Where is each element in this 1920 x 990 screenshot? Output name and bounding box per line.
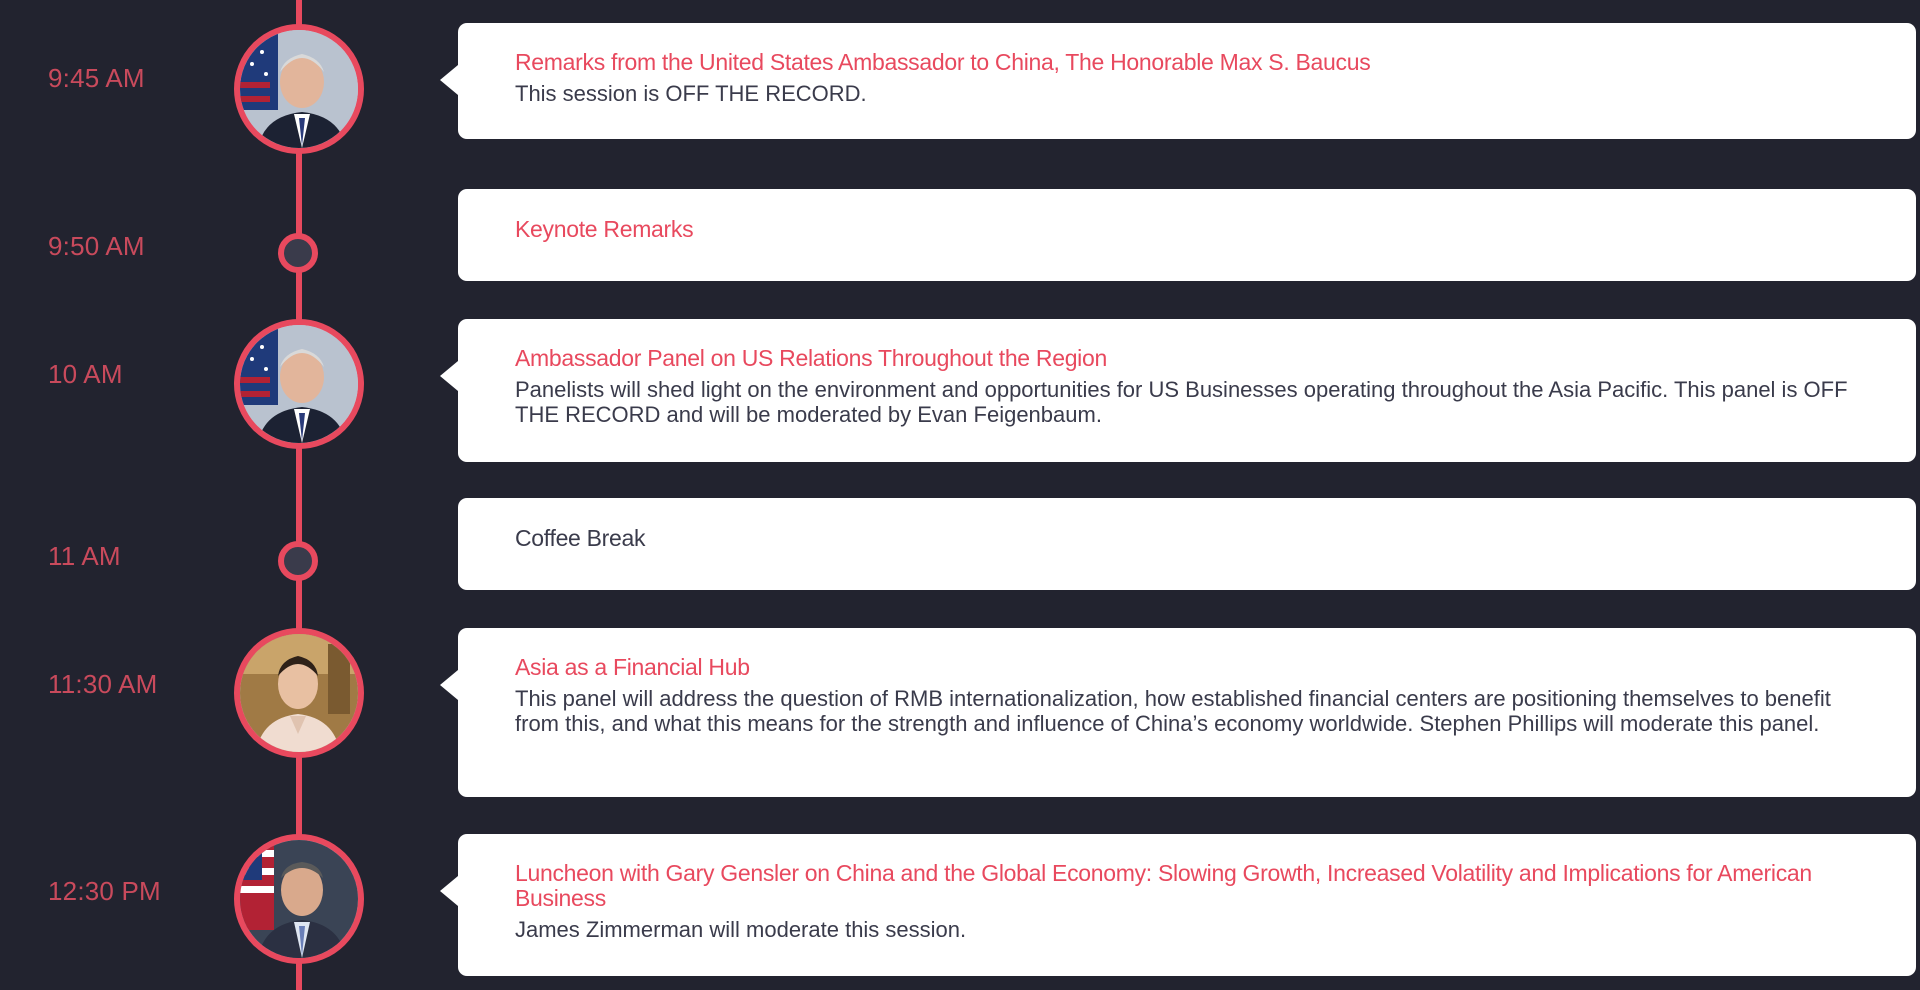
session-card[interactable]: Remarks from the United States Ambassado… [440,23,1916,139]
session-title: Coffee Break [515,525,646,551]
session-time: 9:45 AM [48,63,145,93]
speaker-photo-max-baucus [234,319,364,449]
speaker-photo-gary-gensler [234,834,364,964]
timeline-dot [278,541,318,581]
session-card[interactable]: Coffee Break [458,498,1916,590]
speaker-photo-max-baucus [234,24,364,154]
session-title[interactable]: Remarks from the United States Ambassado… [515,49,1371,75]
timeline-dot [278,233,318,273]
session-title[interactable]: Ambassador Panel on US Relations Through… [515,345,1107,371]
session-description: Panelists will shed light on the environ… [515,377,1848,427]
session-description: This panel will address the question of … [515,686,1831,736]
session-time: 10 AM [48,359,123,389]
session-description: This session is OFF THE RECORD. [515,81,867,106]
session-card[interactable]: Ambassador Panel on US Relations Through… [440,319,1916,462]
session-description: James Zimmerman will moderate this sessi… [515,917,967,942]
session-time: 11 AM [48,541,121,571]
session-card[interactable]: Keynote Remarks [458,189,1916,281]
session-time: 11:30 AM [48,669,158,699]
session-title[interactable]: Asia as a Financial Hub [515,654,750,680]
timeline-line [296,0,302,990]
session-title[interactable]: Keynote Remarks [515,216,694,242]
session-card[interactable]: Asia as a Financial Hub This panel will … [440,628,1916,797]
session-title[interactable]: Luncheon with Gary Gensler on China and … [515,860,1812,911]
session-time: 9:50 AM [48,231,145,261]
session-card[interactable]: Luncheon with Gary Gensler on China and … [440,834,1916,976]
speaker-photo-stephen-phillips [234,628,364,758]
session-time: 12:30 PM [48,876,161,906]
